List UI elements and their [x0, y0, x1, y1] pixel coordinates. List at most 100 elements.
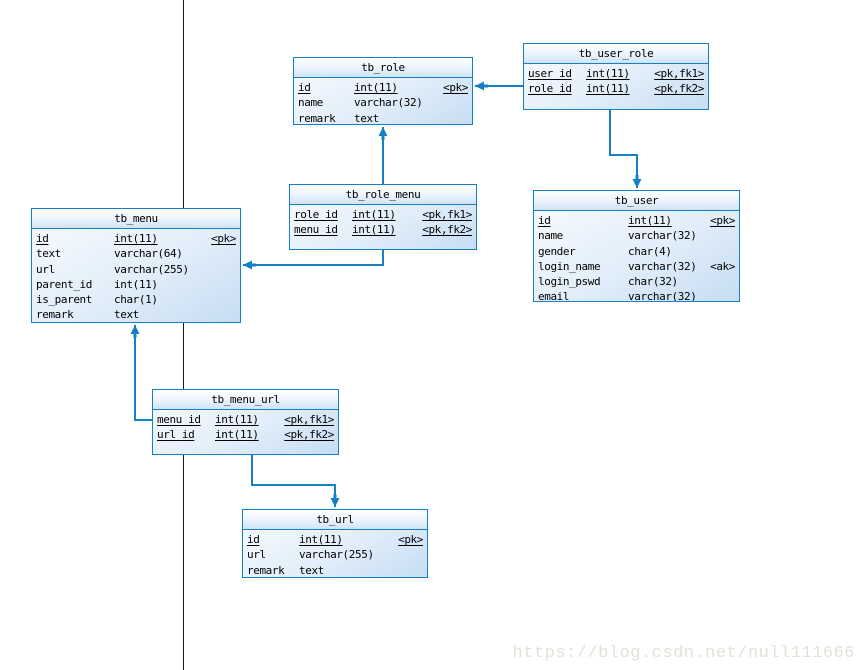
table-title: tb_role_menu [290, 185, 476, 205]
table-column-row: menu_id int(11) <pk,fk1> [157, 412, 334, 427]
column-field: menu_id [157, 413, 201, 426]
column-field: name [538, 229, 563, 243]
column-key: <pk,fk2> [654, 82, 704, 96]
column-field: email [538, 290, 570, 302]
column-type: char(1) [114, 293, 158, 307]
column-type: int(11) [114, 232, 158, 245]
column-type: int(11) [299, 533, 343, 546]
column-field: is_parent [36, 293, 93, 307]
csdn-watermark: https://blog.csdn.net/null111666 [512, 644, 855, 663]
column-field: id [36, 232, 49, 245]
column-key: <ak> [710, 259, 735, 273]
column-field: login_name [538, 259, 601, 273]
column-key: <pk> [443, 81, 468, 94]
table-column-row: remark text [247, 563, 423, 577]
table-title: tb_user [534, 191, 739, 211]
column-type: varchar(255) [114, 262, 189, 276]
column-field: url [247, 548, 266, 562]
column-field: remark [298, 111, 336, 125]
column-field: url_id [157, 428, 195, 442]
table-title: tb_role [294, 58, 472, 78]
column-type: int(11) [628, 214, 672, 227]
table-column-row: id int(11) <pk> [298, 80, 468, 95]
column-type: char(32) [628, 275, 678, 289]
column-key: <pk,fk1> [654, 67, 704, 80]
column-field: url [36, 262, 55, 276]
table-columns: menu_id int(11) <pk,fk1>url_id int(11) <pk,f… [153, 410, 338, 443]
table-column-row: id int(11) <pk> [247, 532, 423, 547]
table-column-row: role_id int(11) <pk,fk2> [528, 81, 704, 96]
column-type: varchar(255) [299, 548, 374, 562]
table-column-row: url varchar(255) [36, 262, 236, 277]
vertical-divider-line [183, 0, 184, 670]
column-type: varchar(32) [628, 259, 697, 273]
table-columns: id int(11) <pk> url varchar(255) remark text [243, 530, 427, 577]
connector-menuurl-to-menu[interactable] [130, 325, 152, 421]
table-title: tb_user_role [524, 44, 708, 64]
connector-menuurl-to-url[interactable] [251, 455, 340, 507]
table-title: tb_menu_url [153, 390, 338, 410]
column-field: name [298, 96, 323, 110]
column-type: varchar(32) [354, 96, 423, 110]
column-type: text [114, 308, 139, 322]
table-column-row: remark text [298, 111, 468, 125]
column-key: <pk> [710, 214, 735, 227]
column-key: <pk,fk1> [284, 413, 334, 426]
column-type: text [354, 111, 379, 125]
column-field: text [36, 247, 61, 261]
table-column-row: user_id int(11) <pk,fk1> [528, 66, 704, 81]
column-type: int(11) [352, 223, 396, 237]
table-column-row: gender char(4) [538, 244, 735, 259]
table-title: tb_menu [32, 209, 240, 229]
column-field: role_id [528, 82, 572, 96]
column-type: int(11) [586, 82, 630, 96]
entity-table-tb-menu-url[interactable]: tb_menu_url menu_id int(11) <pk,fk1> url_id… [152, 389, 339, 455]
table-columns: id int(11) <pk> name varchar(32) remark text [294, 78, 472, 125]
connector-rolemenu-to-menu[interactable] [243, 250, 384, 270]
column-type: int(11) [114, 277, 158, 291]
table-column-row: parent_id int(11) [36, 277, 236, 292]
column-type: varchar(32) [628, 290, 697, 302]
table-title: tb_url [243, 510, 427, 530]
table-columns: user_id int(11) <pk,fk1> role_id int(11) <pk,… [524, 64, 708, 97]
column-field: id [298, 81, 311, 94]
column-type: varchar(32) [628, 229, 697, 243]
column-field: remark [247, 563, 285, 577]
column-key: <pk> [398, 533, 423, 546]
column-type: int(11) [215, 428, 259, 442]
column-field: id [247, 533, 260, 546]
table-column-row: is_parent char(1) [36, 292, 236, 307]
column-field: gender [538, 244, 576, 258]
table-column-row: login_name varchar(32) <ak> [538, 259, 735, 274]
column-type: int(11) [215, 413, 259, 426]
column-field: role_id [294, 208, 338, 221]
column-field: parent_id [36, 277, 93, 291]
column-type: int(11) [586, 67, 630, 80]
column-key: <pk,fk1> [422, 208, 472, 221]
column-type: text [299, 563, 324, 577]
table-column-row: name varchar(32) [298, 95, 468, 110]
table-column-row: email varchar(32) [538, 289, 735, 302]
connector-userrole-to-user[interactable] [609, 110, 642, 188]
table-column-row: url varchar(255) [247, 547, 423, 562]
table-column-row: name varchar(32) [538, 228, 735, 243]
column-type: int(11) [354, 81, 398, 94]
column-field: user_id [528, 67, 572, 80]
column-type: char(4) [628, 244, 672, 258]
